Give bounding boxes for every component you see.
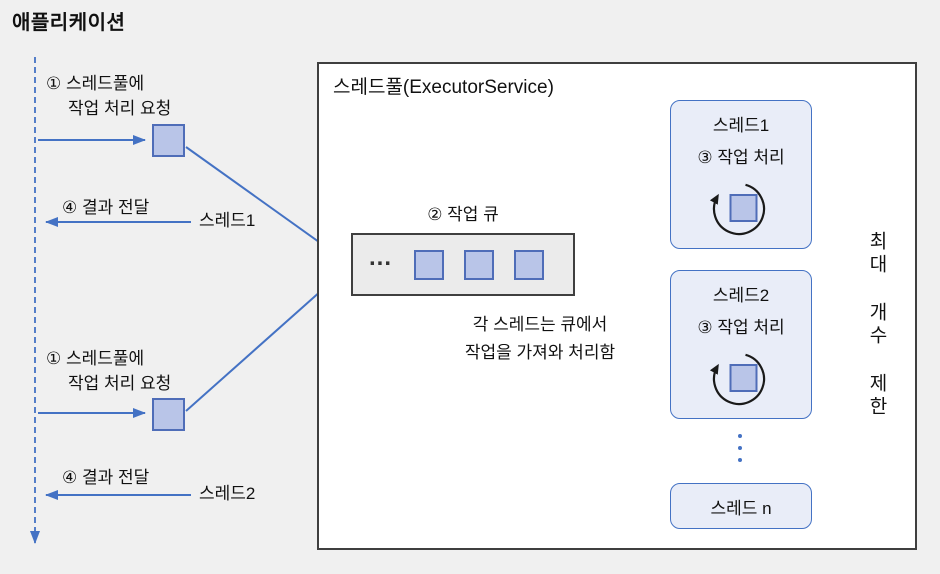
request-label-1: ① 스레드풀에 작업 처리 요청 [46,71,171,121]
result-label-2: ④ 결과 전달 [62,468,150,487]
request-label-2: ① 스레드풀에 작업 처리 요청 [46,346,171,396]
queue-tasks [414,249,545,280]
thread-box-2: 스레드2 ③ 작업 처리 [670,270,812,419]
loop-icon [709,183,766,236]
task-square-icon [514,249,545,280]
thread2-return-label: 스레드2 [199,484,256,503]
queue-note: 각 스레드는 큐에서 작업을 가져와 처리함 [418,311,662,367]
task-square-icon [152,398,185,431]
request-label-1-line2: 작업 처리 요청 [68,99,172,118]
loop-task-square-icon [729,364,758,392]
request-label-1-line1: ① 스레드풀에 [46,74,145,93]
thread-pool-title: 스레드풀(ExecutorService) [333,77,554,98]
thread-task-label: ③ 작업 처리 [697,318,785,337]
task-square-icon [464,249,495,280]
request-label-2-line1: ① 스레드풀에 [46,349,145,368]
thread-name: 스레드2 [712,286,770,305]
queue-note-line2: 작업을 가져와 처리함 [464,343,616,362]
task-queue-box: ... [351,233,575,296]
thread-n-box: 스레드 n [670,483,812,529]
thread-pool-box [317,62,917,550]
thread1-return-label: 스레드1 [199,211,256,230]
queue-ellipsis: ... [369,243,393,271]
request-label-2-line2: 작업 처리 요청 [68,374,172,393]
result-label-1: ④ 결과 전달 [62,198,150,217]
task-square-icon [152,124,185,157]
loop-icon [709,353,766,406]
thread-n-label: 스레드 n [710,498,772,518]
max-count-label: 최대 개수 제한 [866,231,887,419]
loop-task-square-icon [729,194,758,222]
application-title: 애플리케이션 [12,12,126,34]
task-square-icon [414,249,445,280]
vertical-ellipsis-icon [738,434,742,462]
task-queue-label: ② 작업 큐 [427,205,499,224]
thread-box-1: 스레드1 ③ 작업 처리 [670,100,812,249]
queue-note-line1: 각 스레드는 큐에서 [472,315,608,334]
thread-name: 스레드1 [712,116,770,135]
thread-task-label: ③ 작업 처리 [697,148,785,167]
